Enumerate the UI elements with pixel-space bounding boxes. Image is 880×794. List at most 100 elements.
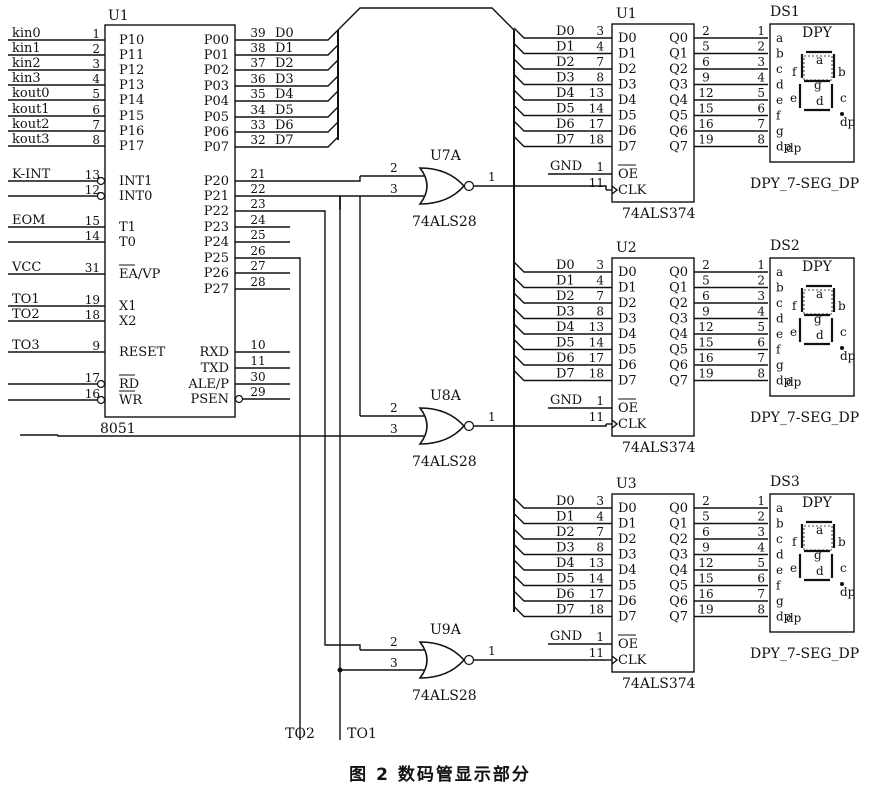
pin-bubble (96, 176, 106, 186)
pin-name: P07 (204, 140, 229, 155)
pin-number: 32 (250, 133, 265, 147)
segment-label: d (816, 94, 824, 108)
junction (337, 667, 343, 673)
gate-u7a (418, 167, 466, 205)
pin-name: D7 (618, 374, 637, 389)
net-label: D2 (556, 55, 575, 70)
segment-pin-label: g (776, 358, 784, 372)
pin-number: 12 (698, 556, 713, 570)
pin-number: 5 (702, 274, 710, 288)
pin-name: Q1 (669, 281, 688, 296)
pin-name: Q2 (669, 62, 688, 77)
latch-1-body (611, 23, 695, 203)
segment-pin-label: b (776, 47, 784, 61)
segment-pin-label: f (776, 343, 782, 357)
pin-name: RD (119, 377, 139, 392)
pin-number: 8 (596, 71, 604, 85)
display-2-body (769, 257, 855, 397)
pin-name: P16 (119, 124, 144, 139)
pin-bubble (96, 395, 106, 405)
pin-name: P02 (204, 63, 229, 78)
pin-number: 19 (85, 293, 100, 307)
pin-name: D7 (618, 140, 637, 155)
latch-d-wire (513, 323, 612, 335)
segment-label: dp (840, 585, 856, 599)
pin-number: 29 (250, 385, 265, 399)
net-label: TO1 (12, 292, 40, 307)
net-label: EOM (12, 213, 45, 228)
segment-pin-label: e (776, 93, 783, 107)
latch-d-wire (513, 559, 612, 571)
display-pin-number: 3 (757, 55, 765, 69)
mcu-ref: U1 (108, 8, 129, 24)
segment-label: b (838, 535, 846, 549)
display-pin-number: 7 (757, 587, 765, 601)
pin-number: 13 (589, 320, 604, 334)
pin-name: P14 (119, 93, 144, 108)
pin-number: 3 (92, 57, 100, 71)
segment-label: c (840, 561, 847, 575)
net-label-to1: TO1 (347, 726, 377, 742)
pin-name: Q5 (669, 579, 688, 594)
clk-net (520, 424, 607, 427)
net-label: D1 (556, 274, 575, 289)
pin-name: D3 (618, 548, 637, 563)
pin-number: 28 (250, 275, 265, 289)
segment-label: d (816, 328, 824, 342)
pin-number: 27 (250, 259, 265, 273)
pin-name: Q3 (669, 312, 688, 327)
display-pin-number: 3 (757, 289, 765, 303)
gate-output-bubble (463, 654, 475, 666)
display-pin-number: 6 (757, 572, 765, 586)
pin-number: 9 (702, 71, 710, 85)
pin-number: 8 (92, 133, 100, 147)
gate-u8a (418, 407, 466, 445)
segment-pin-label: b (776, 517, 784, 531)
display-ref: DS2 (770, 238, 800, 254)
pin-number: 19 (698, 367, 713, 381)
bus-entry (290, 121, 339, 133)
pin-name: X1 (119, 299, 137, 314)
net-label: D2 (275, 56, 294, 71)
pin-name: TXD (201, 361, 229, 376)
pin-number: 1 (92, 27, 100, 41)
mcu-body (104, 24, 236, 418)
pin-name: D2 (618, 296, 637, 311)
display-part: DPY_7-SEG_DP (750, 646, 859, 662)
pin-name: P22 (204, 204, 229, 219)
segment-pin-label: g (776, 594, 784, 608)
gate-pin-number: 2 (390, 635, 398, 649)
net-label: VCC (11, 260, 41, 275)
display-title: DPY (802, 259, 833, 275)
pin-number: 24 (250, 213, 266, 227)
pin-name: D5 (618, 343, 637, 358)
segment-pin-label: dp (776, 610, 792, 624)
pin-name: T1 (119, 220, 136, 235)
segment-dp (840, 582, 844, 586)
latch-d-wire (513, 136, 612, 148)
pin-number: 35 (250, 87, 265, 101)
pin-number: 4 (596, 510, 604, 524)
display-pin-number: 8 (757, 367, 765, 381)
latch-d-wire (513, 105, 612, 117)
pin-number: 5 (702, 510, 710, 524)
net-label: D2 (556, 525, 575, 540)
pin-number: 16 (698, 587, 713, 601)
pin-number: 34 (250, 103, 266, 117)
segment-label: a (816, 287, 823, 301)
pin-name: Q7 (669, 140, 688, 155)
display-pin-number: 7 (757, 351, 765, 365)
pin-number: 13 (85, 168, 100, 182)
pin-name: D2 (618, 532, 637, 547)
latch-d-wire (513, 528, 612, 540)
pin-bubble (234, 394, 244, 404)
pin-name: D4 (618, 563, 637, 578)
pin-name: D6 (618, 358, 637, 373)
gate-pin-number: 2 (390, 401, 398, 415)
bus-entry (290, 90, 339, 102)
net-label: D5 (556, 336, 575, 351)
pin-number: 15 (698, 336, 713, 350)
pin-name: INT1 (119, 174, 152, 189)
segment-label: dp (840, 115, 856, 129)
pin-name: INT0 (119, 189, 152, 204)
